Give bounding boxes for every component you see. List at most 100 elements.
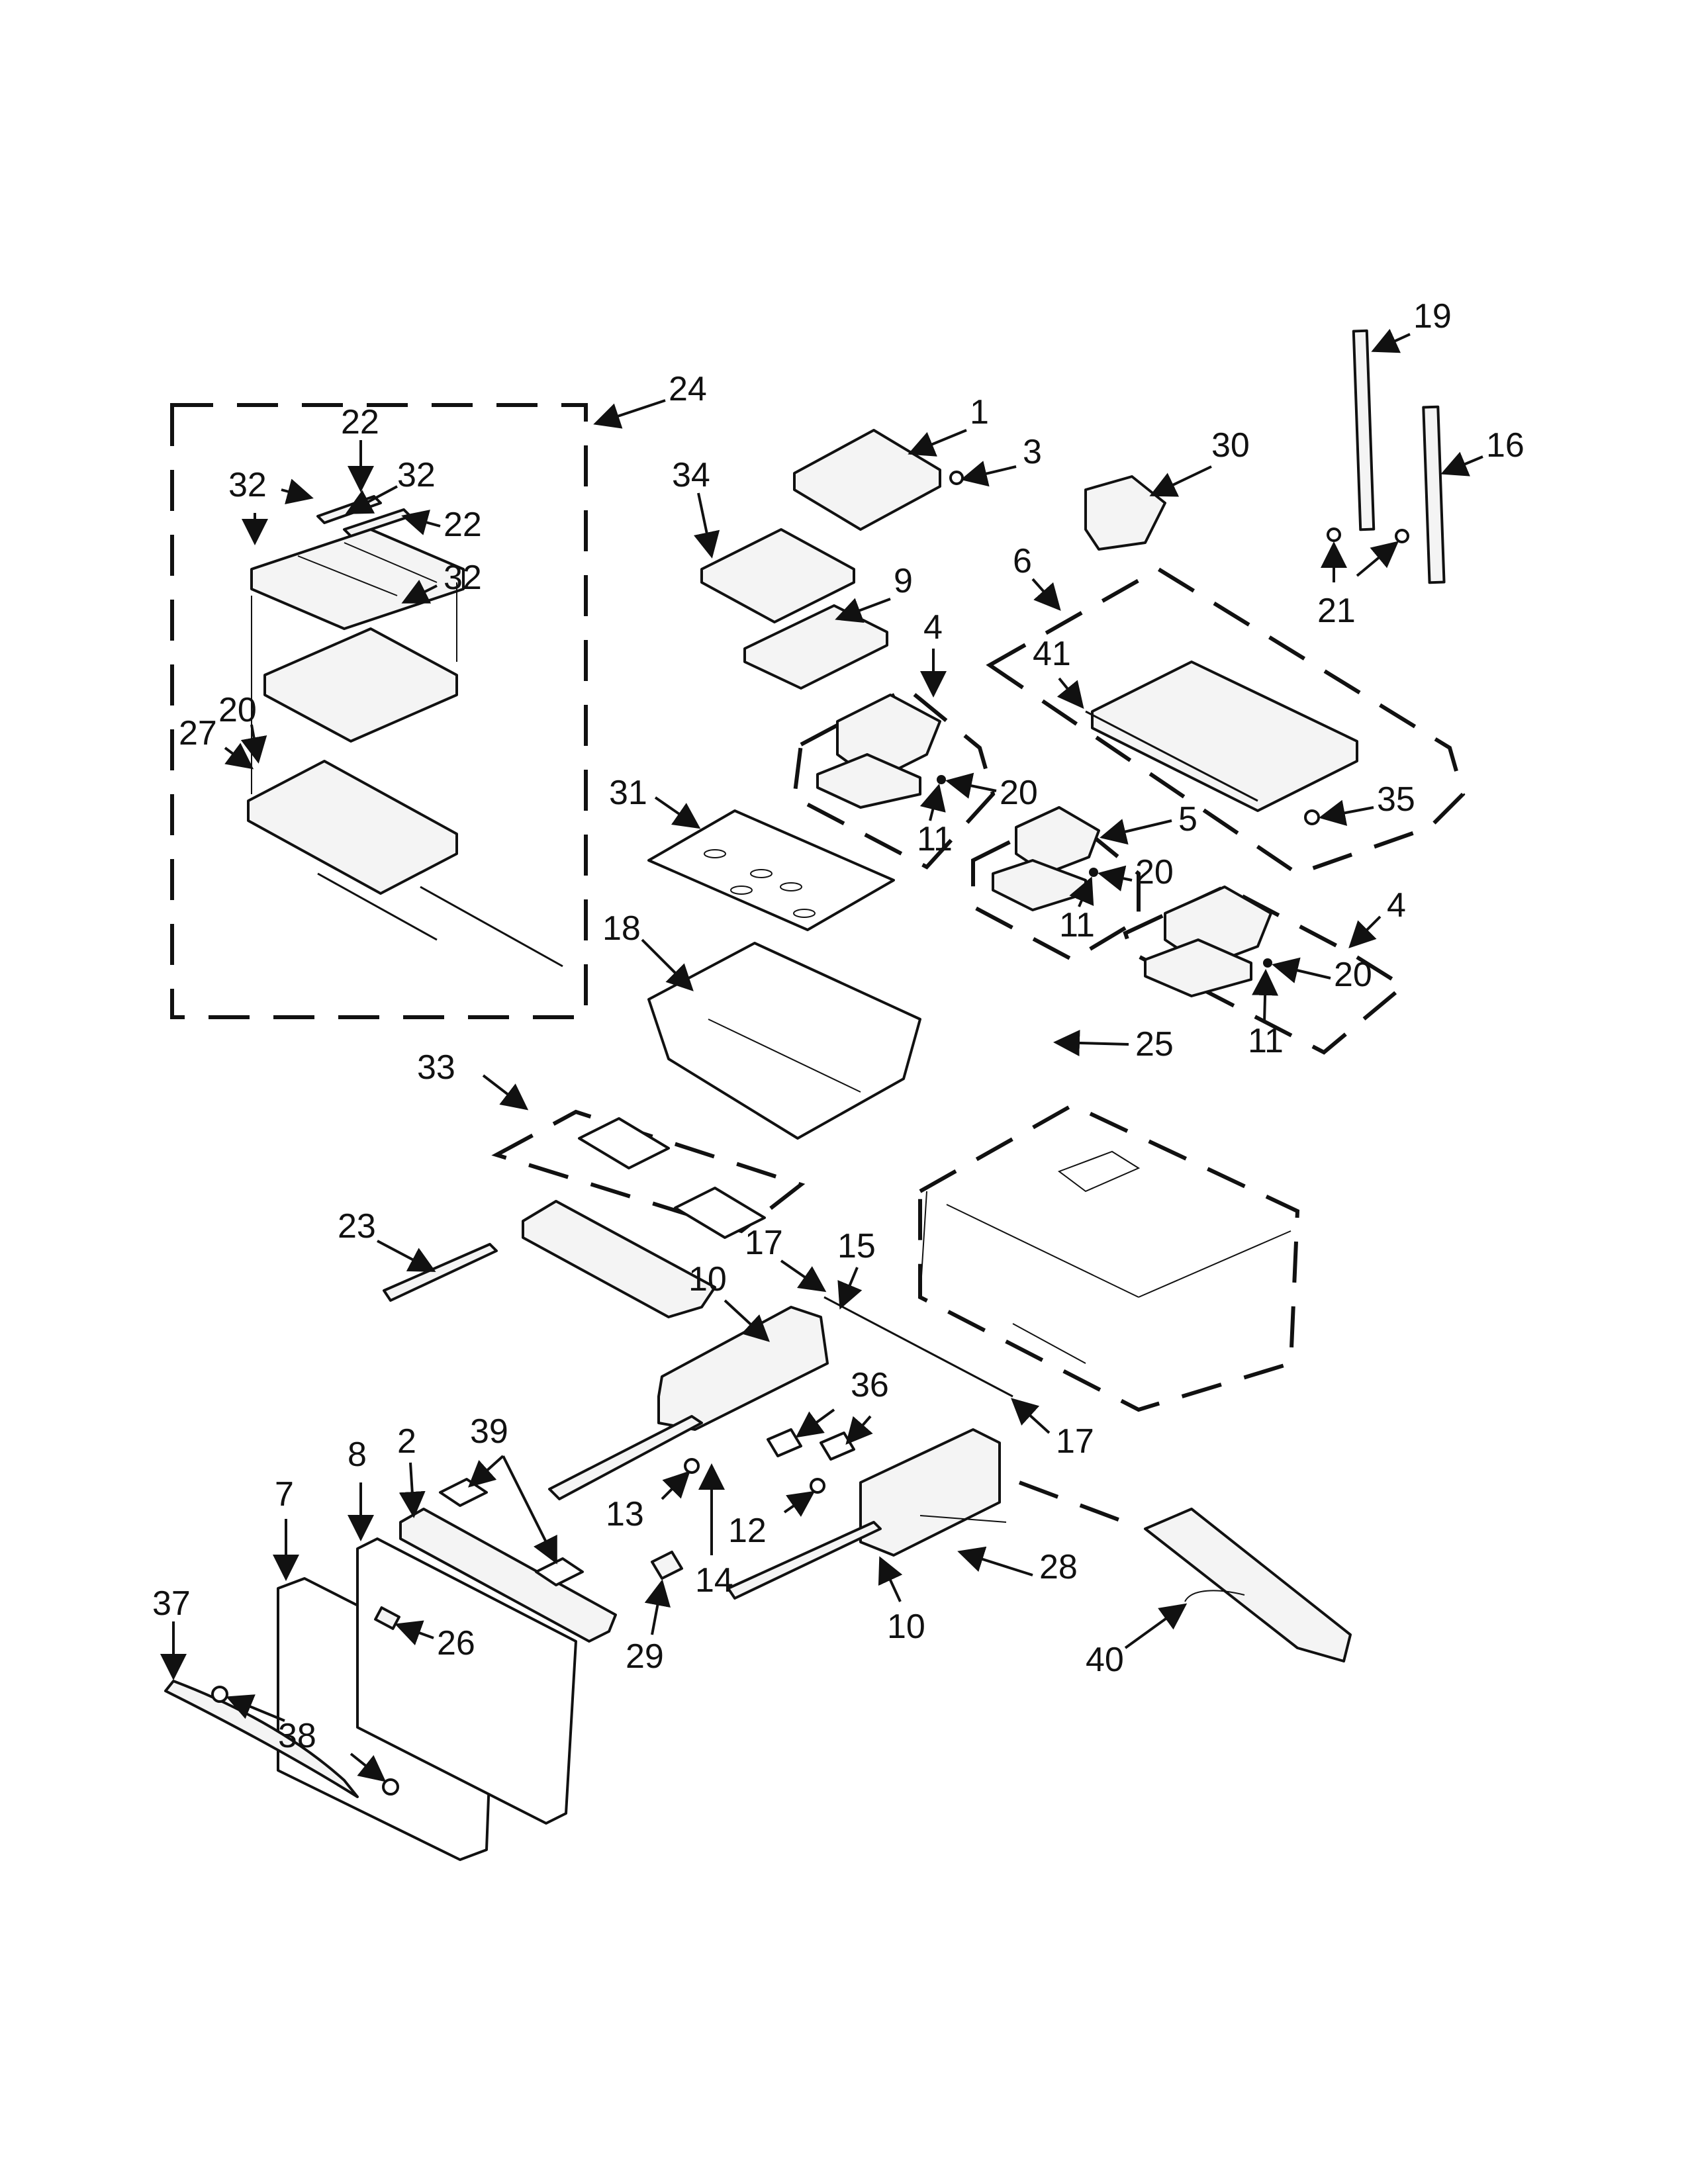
bin-5-tray (992, 859, 1087, 911)
shelf-34 (700, 528, 855, 623)
end-cap-38-b (382, 1778, 399, 1796)
callout-34: 34 (672, 456, 710, 494)
cover-36-b (820, 1432, 855, 1461)
callout-11-c: 11 (1248, 1022, 1284, 1060)
clip-20-c (1263, 958, 1272, 968)
filter-33-b (674, 1187, 766, 1239)
arrow-25 (1053, 1029, 1129, 1056)
callout-2: 2 (397, 1422, 416, 1461)
arrow-11-a (919, 784, 946, 821)
arrow-11-b (1069, 876, 1094, 907)
arrow-38-b (350, 1752, 387, 1782)
arrow-11-c (1252, 969, 1279, 1023)
callout-20-b: 20 (1135, 853, 1174, 891)
slide-10-upper-rail (548, 1415, 703, 1500)
callout-22-top: 22 (341, 403, 379, 441)
arrow-15 (837, 1267, 863, 1310)
rod-15 (823, 1296, 1013, 1398)
callout-24: 24 (669, 370, 707, 408)
callout-10-upper: 10 (688, 1260, 727, 1298)
callout-5: 5 (1178, 800, 1197, 839)
callout-21: 21 (1317, 592, 1356, 630)
arrow-39-b (502, 1455, 557, 1565)
arrow-20-left (240, 724, 267, 764)
assembly-24-boundary (170, 403, 588, 1019)
bin-5 (1015, 806, 1100, 875)
callout-17-upper: 17 (745, 1224, 783, 1262)
arrow-20-b (1098, 865, 1133, 891)
arrow-5 (1100, 819, 1172, 845)
callout-4-upper: 4 (923, 608, 943, 647)
arrow-32-b (345, 485, 398, 514)
callout-22-right: 22 (444, 506, 482, 544)
arrow-17-lower (1011, 1398, 1051, 1434)
arrow-22-right (401, 510, 441, 535)
callout-36: 36 (851, 1366, 889, 1404)
callout-28: 28 (1039, 1548, 1078, 1586)
callout-20-a: 20 (1000, 774, 1038, 812)
callout-25: 25 (1135, 1025, 1174, 1064)
callout-11-b: 11 (1059, 906, 1095, 944)
arrow-32-d (401, 580, 438, 604)
arrow-39-a (468, 1455, 504, 1488)
callout-8: 8 (348, 1435, 367, 1474)
callout-20-left: 20 (218, 691, 257, 729)
wire-28 (919, 1515, 1007, 1523)
arrow-32-a (281, 478, 314, 505)
rail-40-cable (1184, 1590, 1245, 1602)
freezer-liner-outline (918, 1103, 1300, 1412)
arrow-40 (1124, 1603, 1188, 1649)
callout-17-lower: 17 (1056, 1422, 1094, 1461)
arrow-21b (1356, 541, 1399, 577)
arrow-24 (593, 399, 666, 429)
assembly-6-boundary (986, 567, 1466, 876)
callout-18: 18 (602, 909, 641, 948)
callout-20-c: 20 (1334, 956, 1372, 994)
rail-40 (1144, 1508, 1352, 1662)
callout-14: 14 (695, 1561, 733, 1600)
shelf-41 (1091, 660, 1358, 812)
bolt-12 (810, 1478, 825, 1494)
cover-36 (767, 1428, 802, 1457)
callout-16: 16 (1486, 426, 1524, 465)
arrow-38-a (226, 1694, 285, 1722)
arrow-1 (908, 429, 967, 457)
callout-39: 39 (470, 1412, 508, 1451)
arrow-2 (399, 1462, 426, 1518)
trim-23 (383, 1243, 498, 1302)
arrow-36-b (845, 1415, 873, 1445)
callout-12: 12 (728, 1512, 767, 1550)
arrow-31 (654, 796, 701, 829)
arrow-9 (835, 598, 891, 623)
bracket-29 (651, 1551, 683, 1580)
assembly-4-upper-boundary (792, 686, 996, 870)
arrow-20-c (1272, 957, 1331, 983)
callout-6: 6 (1013, 542, 1032, 580)
tray-18-divider (708, 1019, 861, 1093)
arrow-33 (482, 1074, 529, 1111)
callout-37: 37 (152, 1584, 191, 1623)
callout-15: 15 (837, 1227, 876, 1265)
callout-7: 7 (275, 1475, 294, 1514)
arrow-16 (1440, 451, 1483, 477)
rail-19 (1352, 329, 1376, 531)
callout-26: 26 (437, 1624, 475, 1662)
arrow-34 (694, 492, 720, 559)
trim-41 (1085, 710, 1258, 802)
callout-3: 3 (1023, 433, 1042, 471)
arrow-10-lower (878, 1556, 903, 1602)
filter-33-a (578, 1117, 670, 1169)
callout-41: 41 (1033, 635, 1071, 673)
arrow-19 (1371, 328, 1411, 353)
clip-20-b (1089, 868, 1098, 877)
arrow-17-upper (780, 1259, 827, 1293)
bin-4-lower-tray (1144, 938, 1252, 997)
nut-13 (684, 1458, 700, 1474)
arrow-26 (395, 1620, 434, 1646)
callout-32-c: 32 (444, 559, 482, 597)
slide-10-lower (859, 1428, 1001, 1557)
arrow-6 (1031, 578, 1061, 611)
callout-38: 38 (278, 1717, 316, 1755)
slide-10-upper (657, 1306, 829, 1431)
